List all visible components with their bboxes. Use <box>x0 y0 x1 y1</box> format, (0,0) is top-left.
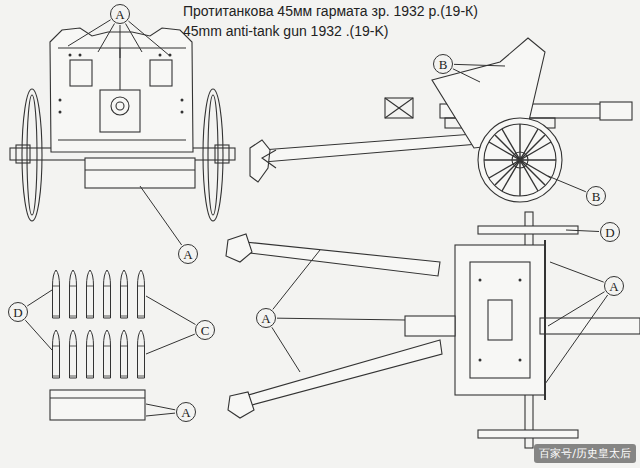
callout-circle: C <box>195 320 215 340</box>
leader-line <box>548 292 605 326</box>
leader-line <box>273 250 320 309</box>
leader-line <box>146 296 195 325</box>
leader-line <box>25 320 52 350</box>
leader-line <box>146 334 195 354</box>
leader-line <box>566 230 599 232</box>
leader-line <box>146 404 175 410</box>
callout-circle: D <box>600 222 620 242</box>
callout-letter: C <box>201 324 210 337</box>
leader-line <box>98 24 114 52</box>
watermark: 百家号/历史皇太后 <box>534 444 636 463</box>
leader-line <box>27 290 52 306</box>
leader-line <box>126 24 142 52</box>
callout-letter: B <box>592 190 601 203</box>
callout-letter: A <box>115 8 124 21</box>
callout-letter: D <box>13 306 22 319</box>
leader-line <box>277 318 405 320</box>
leader-line <box>453 69 480 82</box>
leader-line <box>146 413 175 416</box>
callout-circle: A <box>256 308 276 328</box>
callout-letter: A <box>181 406 190 419</box>
callout-letter: B <box>439 58 448 71</box>
callout-circle: B <box>586 186 606 206</box>
leader-line <box>548 176 586 192</box>
title: Протитанкова 45мм гармата зр. 1932 р.(19… <box>183 3 478 19</box>
subtitle: 45mm anti-tank gun 1932 .(19-K) <box>183 23 388 39</box>
leader-line <box>454 64 505 66</box>
leader-line <box>128 21 170 56</box>
callout-circle: A <box>178 244 198 264</box>
leader-line <box>140 186 182 245</box>
leader-line <box>550 262 604 282</box>
callout-circle: B <box>433 54 453 74</box>
leader-line <box>120 25 121 58</box>
callout-letter: A <box>609 280 618 293</box>
leader-line <box>545 295 608 384</box>
callout-circle: A <box>604 276 624 296</box>
callout-circle: A <box>110 4 130 24</box>
leader-line <box>272 327 300 372</box>
callout-letter: A <box>183 248 192 261</box>
callout-letter: D <box>605 226 614 239</box>
callout-circle: A <box>176 402 196 422</box>
callout-circle: D <box>8 302 28 322</box>
callout-letter: A <box>261 312 270 325</box>
